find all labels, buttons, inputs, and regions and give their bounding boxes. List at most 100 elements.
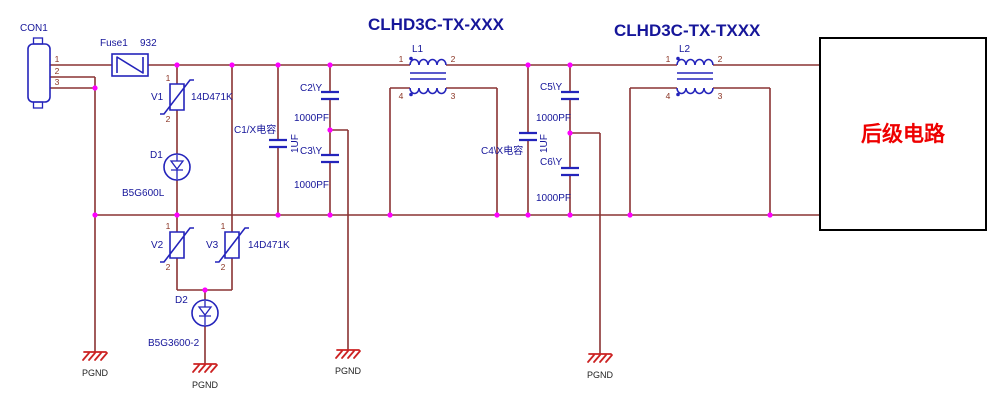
varistor-symbol <box>160 227 194 263</box>
v2-pin2-number: 2 <box>166 262 171 272</box>
capacitor-plates <box>321 153 339 164</box>
ground-pgnd4: PGND <box>587 353 614 380</box>
fuse-ref-label: Fuse1 <box>100 38 128 49</box>
d2-value-label: B5G3600-2 <box>148 338 200 349</box>
load-box: 后级电路 <box>819 37 987 231</box>
ground-pgnd1: PGND <box>82 351 109 378</box>
con1-pin2-number: 2 <box>55 66 60 76</box>
v3-pin2-number: 2 <box>221 262 226 272</box>
cap-c3: C3\Y 1000PF <box>294 146 339 191</box>
gdt-arrow-icon <box>197 301 213 325</box>
gdt-d1: D1 B5G600L <box>122 150 191 199</box>
load-box-label: 后级电路 <box>861 122 946 146</box>
l2-pin1-number: 1 <box>666 54 671 64</box>
cap-c5: C5\Y 1000PF <box>536 82 579 124</box>
cap-c1: C1/X电容 1UF <box>234 123 301 153</box>
polarity-dot <box>409 56 413 61</box>
cap-c6: C6\Y 1000PF <box>536 157 579 204</box>
choke-l2: L2 1 2 3 4 <box>666 44 723 101</box>
v2-pin1-number: 1 <box>166 221 171 231</box>
junction-dot <box>767 212 773 218</box>
gdt-d2: D2 B5G3600-2 <box>148 295 219 349</box>
c3-value-label: 1000PF <box>294 180 329 191</box>
junction-dot <box>567 130 573 136</box>
junction-dot <box>174 62 180 68</box>
junction-dot <box>494 212 500 218</box>
capacitor-plates <box>561 166 579 177</box>
wire-net <box>50 64 820 364</box>
varistor-v3: V3 14D471K 1 2 <box>206 221 290 272</box>
junction-dot <box>525 62 531 68</box>
choke-windings <box>676 58 714 95</box>
v1-ref-label: V1 <box>151 92 164 103</box>
choke-windings <box>409 58 447 95</box>
c1-value-label: 1UF <box>290 134 301 153</box>
connector-con1: CON1 1 2 3 <box>20 23 60 109</box>
capacitor-plates <box>561 90 579 101</box>
junction-dot <box>327 212 333 218</box>
pgnd-icon <box>335 349 361 359</box>
junction-dots <box>92 62 773 293</box>
choke-l1: L1 1 2 3 4 <box>399 44 456 101</box>
v1-pin1-number: 1 <box>166 73 171 83</box>
junction-dot <box>202 287 208 293</box>
pgnd-icon <box>82 351 108 361</box>
pgnd4-label: PGND <box>587 370 614 380</box>
l1-pin4-number: 4 <box>399 91 404 101</box>
junction-dot <box>387 212 393 218</box>
gdt-arrow-icon <box>169 155 185 179</box>
c6-ref-label: C6\Y <box>540 157 563 168</box>
v1-value-label: 14D471K <box>191 92 233 103</box>
junction-dot <box>567 62 573 68</box>
junction-dot <box>327 62 333 68</box>
v3-pin1-number: 1 <box>221 221 226 231</box>
junction-dot <box>525 212 531 218</box>
con1-ref-label: CON1 <box>20 23 48 34</box>
junction-dot <box>275 212 281 218</box>
l1-pin1-number: 1 <box>399 54 404 64</box>
v3-value-label: 14D471K <box>248 240 290 251</box>
l1-ref-label: L1 <box>412 44 424 55</box>
c4-value-label: 1UF <box>539 134 550 153</box>
fuse-element-icon <box>116 56 144 74</box>
con1-pin1-number: 1 <box>55 54 60 64</box>
junction-dot <box>567 212 573 218</box>
pgnd1-label: PGND <box>82 368 109 378</box>
ground-pgnd2: PGND <box>192 363 218 390</box>
pgnd3-label: PGND <box>335 366 362 376</box>
l2-pin4-number: 4 <box>666 91 671 101</box>
fuse-value-label: 932 <box>140 38 157 49</box>
d1-value-label: B5G600L <box>122 188 165 199</box>
connector-tab-bottom <box>32 101 44 109</box>
cap-c2: C2\Y 1000PF <box>294 83 339 124</box>
c2-ref-label: C2\Y <box>300 83 323 94</box>
v1-pin2-number: 2 <box>166 114 171 124</box>
polarity-dot <box>409 92 413 97</box>
l1-pin3-number: 3 <box>451 91 456 101</box>
varistor-v1: V1 14D471K 1 2 <box>151 73 233 124</box>
l2-pin3-number: 3 <box>718 91 723 101</box>
capacitor-plates <box>321 90 339 101</box>
connector-body <box>27 43 51 103</box>
con1-pin3-number: 3 <box>55 77 60 87</box>
c4-ref-label: C4\X电容 <box>481 144 523 157</box>
fuse-f1: Fuse1 932 <box>100 38 157 77</box>
c5-value-label: 1000PF <box>536 113 571 124</box>
d2-ref-label: D2 <box>175 295 188 306</box>
l2-ref-label: L2 <box>679 44 691 55</box>
junction-dot <box>174 212 180 218</box>
capacitor-plates <box>519 131 537 142</box>
c1-ref-label: C1/X电容 <box>234 123 276 136</box>
varistor-symbol <box>215 227 249 263</box>
stage2-title: CLHD3C-TX-TXXX <box>614 21 761 40</box>
c3-ref-label: C3\Y <box>300 146 323 157</box>
junction-dot <box>627 212 633 218</box>
polarity-dot <box>676 56 680 61</box>
d1-ref-label: D1 <box>150 150 163 161</box>
v2-ref-label: V2 <box>151 240 164 251</box>
c2-value-label: 1000PF <box>294 113 329 124</box>
load-box-outline <box>819 37 987 231</box>
junction-dot <box>229 62 235 68</box>
pgnd-icon <box>587 353 613 363</box>
